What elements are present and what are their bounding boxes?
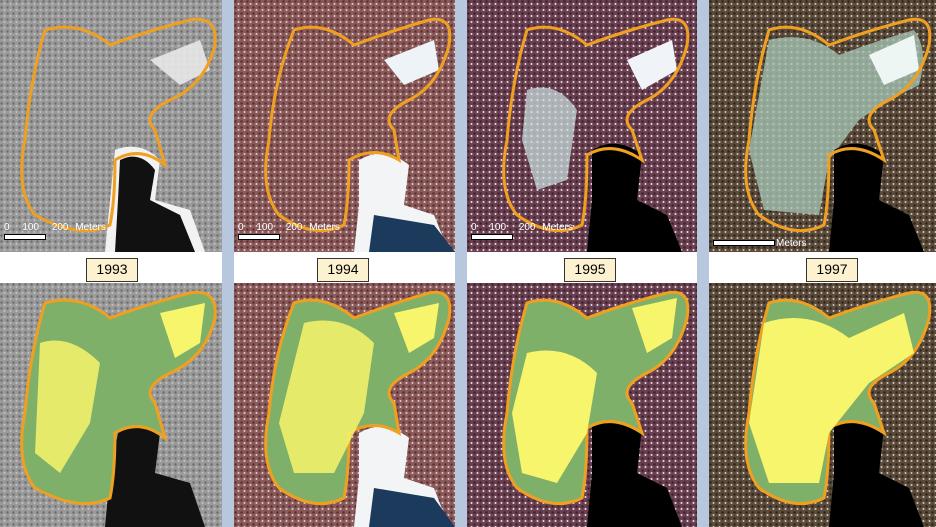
scale-tick: 0	[238, 222, 244, 233]
scale-bar-labels: 0 100 200 Meters	[4, 222, 106, 233]
scale-tick: 200	[51, 222, 69, 233]
year-label: 1993	[86, 258, 138, 282]
scale-tick: 100	[22, 222, 40, 233]
scale-unit: Meters	[542, 222, 573, 233]
panel-1994-bottom	[234, 283, 455, 527]
scale-bar-labels: 0 100 200 Meters	[238, 222, 340, 233]
scale-bar	[471, 232, 513, 243]
panel-1997-top	[709, 0, 936, 252]
scale-tick: 0	[471, 222, 477, 233]
scale-bar	[4, 232, 46, 243]
scale-tick: 100	[489, 222, 507, 233]
column-separator	[697, 0, 709, 527]
year-label: 1994	[317, 258, 369, 282]
scale-bar	[238, 232, 280, 243]
panel-1997-bottom	[709, 283, 936, 527]
scale-tick: 0	[4, 222, 10, 233]
scale-tick: 200	[285, 222, 303, 233]
year-label: 1997	[806, 258, 858, 282]
scale-unit: Meters	[776, 238, 807, 249]
year-label: 1995	[564, 258, 616, 282]
panel-1993-top	[0, 0, 222, 252]
scale-tick: 200	[518, 222, 536, 233]
scale-bar-labels: 0 100 200 Meters	[471, 222, 573, 233]
scale-unit: Meters	[309, 222, 340, 233]
column-separator	[455, 0, 467, 527]
scale-unit: Meters	[75, 222, 106, 233]
scale-bar-labels: Meters	[776, 238, 807, 249]
panel-1994-top	[234, 0, 455, 252]
panel-1995-top	[467, 0, 697, 252]
scale-bar	[713, 238, 775, 249]
panel-1993-bottom	[0, 283, 222, 527]
panel-1995-bottom	[467, 283, 697, 527]
scale-tick: 100	[256, 222, 274, 233]
column-separator	[222, 0, 234, 527]
